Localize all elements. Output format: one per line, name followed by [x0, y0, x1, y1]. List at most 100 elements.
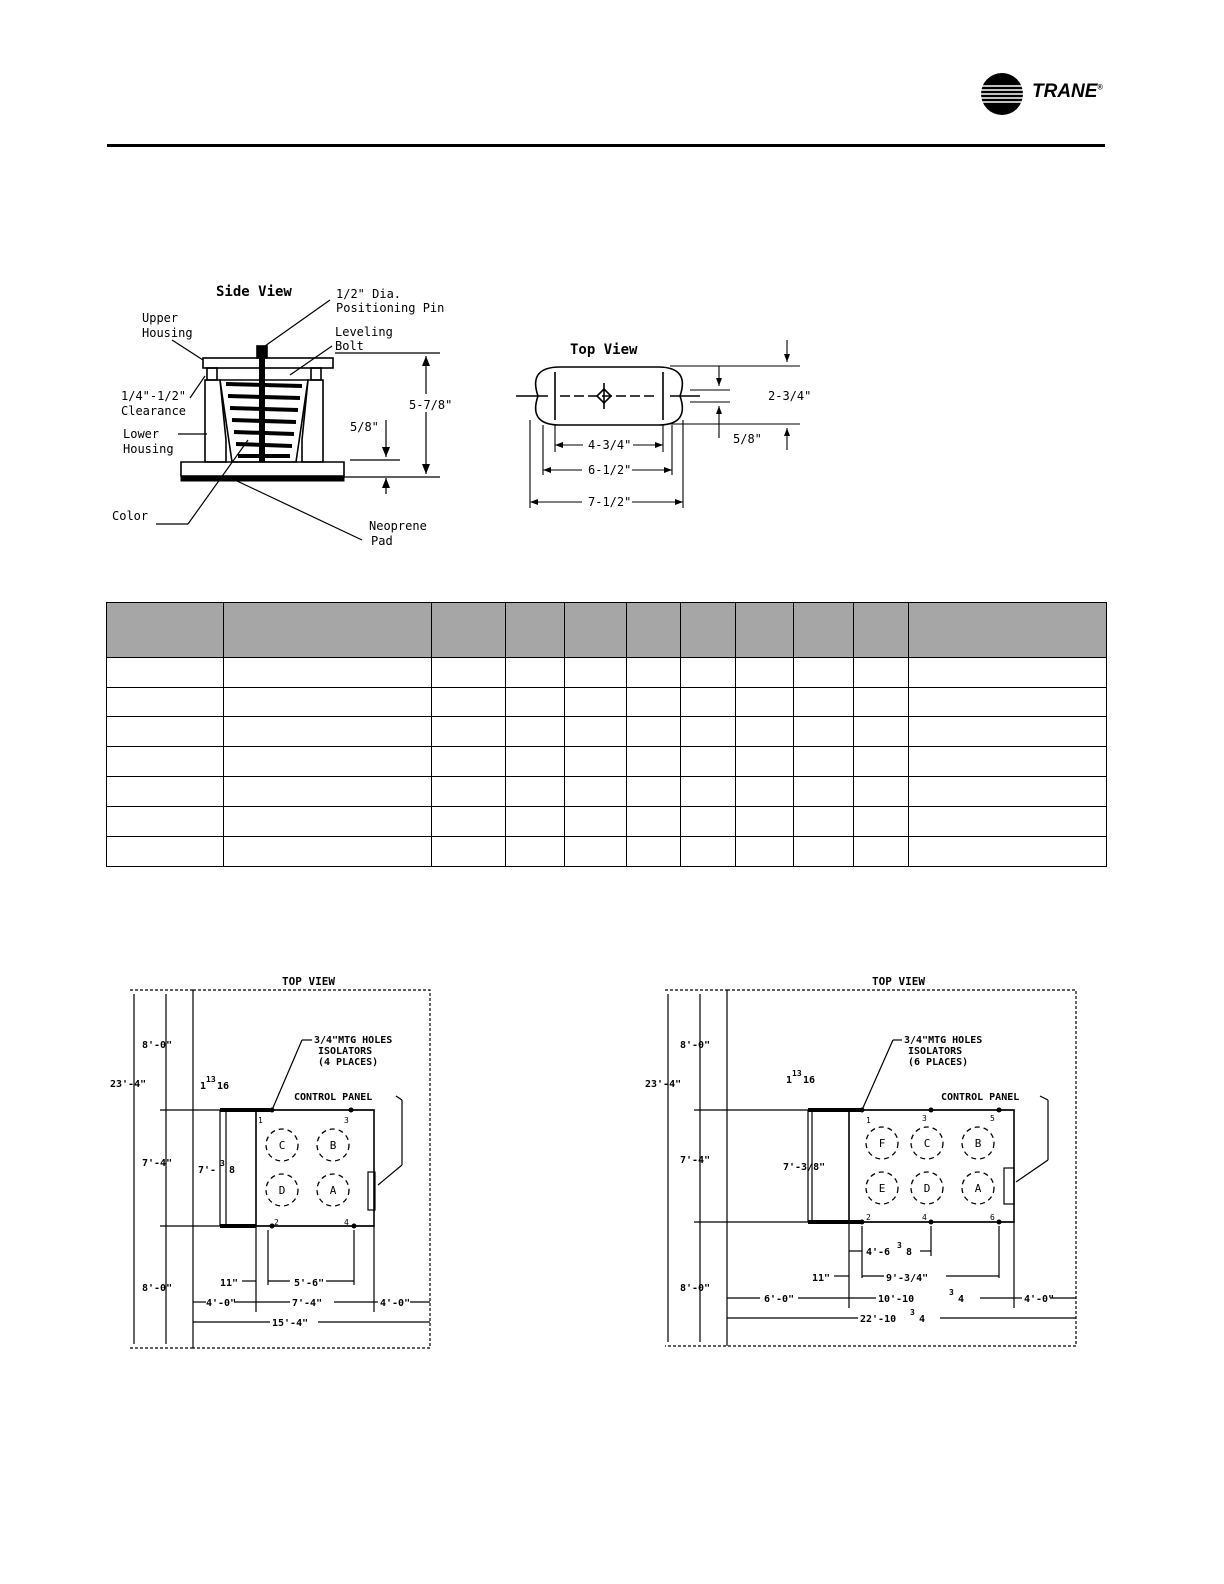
compressor-a: A [330, 1184, 337, 1197]
svg-text:4'-0": 4'-0" [380, 1298, 410, 1309]
svg-text:2: 2 [274, 1218, 279, 1227]
svg-text:CONTROL PANEL: CONTROL PANEL [294, 1092, 372, 1103]
compressor-c: C [279, 1139, 286, 1152]
table-header-cell [853, 602, 909, 658]
isolator-selection-table [106, 602, 1107, 867]
svg-text:4'-0": 4'-0" [1024, 1294, 1054, 1305]
side-view-arrows [382, 356, 430, 488]
unit-layouts: TOP VIEW [110, 975, 1077, 1349]
table-header-cell [431, 602, 506, 658]
trane-logo: TRANE® [980, 72, 1110, 116]
svg-text:7'-4": 7'-4" [142, 1158, 172, 1169]
compressor-labels: C B D A [279, 1139, 337, 1197]
svg-text:7'-: 7'- [198, 1165, 216, 1176]
svg-text:Housing: Housing [142, 326, 193, 340]
svg-text:9'-3/4": 9'-3/4" [886, 1273, 928, 1284]
table-header-cell [564, 602, 627, 658]
svg-text:ISOLATORS: ISOLATORS [908, 1046, 962, 1057]
svg-text:2: 2 [866, 1213, 871, 1222]
table-header-cell [505, 602, 565, 658]
svg-text:3: 3 [344, 1116, 349, 1125]
svg-text:Leveling: Leveling [335, 325, 393, 339]
top-view-arrows [530, 354, 790, 505]
top-view-title: Top View [570, 342, 638, 358]
svg-text:11": 11" [812, 1273, 830, 1284]
side-view-labels: 1/2" Dia. Positioning Pin Leveling Bolt … [112, 287, 452, 548]
svg-text:1: 1 [866, 1116, 871, 1125]
trane-globe-icon [981, 73, 1024, 115]
svg-text:TOP VIEW: TOP VIEW [872, 975, 925, 988]
svg-text:3/4"MTG HOLES: 3/4"MTG HOLES [904, 1035, 982, 1046]
table-row [106, 656, 1107, 688]
svg-text:1: 1 [786, 1075, 792, 1086]
svg-text:11": 11" [220, 1278, 238, 1289]
table-row [106, 686, 1107, 718]
layout-4-isolators: TOP VIEW [110, 975, 431, 1349]
compressor-e: E [879, 1182, 886, 1195]
table-row [106, 716, 1107, 748]
layout-6-isolators: TOP VIEW [645, 975, 1077, 1347]
svg-text:Neoprene: Neoprene [369, 519, 427, 533]
svg-text:7'-3/8": 7'-3/8" [783, 1162, 825, 1173]
svg-text:6-1/2": 6-1/2" [588, 463, 631, 477]
svg-text:Pad: Pad [371, 534, 393, 548]
svg-text:7'-4": 7'-4" [292, 1298, 322, 1309]
svg-text:5-7/8": 5-7/8" [409, 398, 452, 412]
svg-text:8'-0": 8'-0" [680, 1283, 710, 1294]
table-header-cell [680, 602, 736, 658]
svg-text:4: 4 [919, 1314, 925, 1325]
svg-text:4'-6: 4'-6 [866, 1247, 890, 1258]
svg-text:Bolt: Bolt [335, 339, 364, 353]
top-view-dims [529, 340, 800, 508]
svg-text:TOP VIEW: TOP VIEW [282, 975, 335, 988]
svg-text:8: 8 [906, 1247, 912, 1258]
compressor-b: B [975, 1137, 982, 1150]
table-header-cell [106, 602, 224, 658]
header-rule [107, 144, 1105, 147]
svg-text:3: 3 [922, 1114, 927, 1123]
svg-text:6: 6 [990, 1213, 995, 1222]
svg-text:16: 16 [803, 1075, 815, 1086]
compressor-d: D [279, 1184, 286, 1197]
svg-text:1/2" Dia.: 1/2" Dia. [336, 287, 401, 301]
compressor-a: A [975, 1182, 982, 1195]
table-row [106, 746, 1107, 778]
compressor-b: B [330, 1139, 337, 1152]
svg-text:4: 4 [922, 1213, 927, 1222]
side-view-title: Side View [216, 284, 292, 300]
svg-text:Color: Color [112, 509, 148, 523]
svg-text:5'-6": 5'-6" [294, 1278, 324, 1289]
top-view-labels: 4-3/4" 6-1/2" 7-1/2" 2-3/4" 5/8" [588, 389, 811, 509]
svg-text:3: 3 [220, 1159, 225, 1168]
svg-text:3: 3 [910, 1308, 915, 1317]
svg-text:13: 13 [792, 1069, 802, 1078]
isolator-top-shape [516, 366, 700, 426]
svg-text:8: 8 [229, 1165, 235, 1176]
svg-text:3: 3 [949, 1288, 954, 1297]
compressor-labels: F C B E D A [879, 1137, 982, 1195]
table-header-row [106, 602, 1107, 658]
side-view-leaders [156, 299, 440, 541]
compressor-d: D [924, 1182, 931, 1195]
svg-text:1: 1 [200, 1081, 206, 1092]
table-row [106, 806, 1107, 838]
svg-text:13: 13 [206, 1075, 216, 1084]
svg-text:Lower: Lower [123, 427, 159, 441]
svg-text:23'-4": 23'-4" [110, 1079, 146, 1090]
svg-text:5/8": 5/8" [733, 432, 762, 446]
svg-text:4-3/4": 4-3/4" [588, 438, 631, 452]
svg-text:4: 4 [344, 1218, 349, 1227]
svg-text:(6 PLACES): (6 PLACES) [908, 1057, 968, 1068]
table-header-cell [793, 602, 854, 658]
svg-text:22'-10: 22'-10 [860, 1314, 896, 1325]
table-row [106, 776, 1107, 808]
svg-text:Clearance: Clearance [121, 404, 186, 418]
isolator-drawing: Side View 1/2" Dia. Positioning Pin Leve… [112, 284, 811, 548]
svg-text:8'-0": 8'-0" [142, 1283, 172, 1294]
compressor-c: C [924, 1137, 931, 1150]
table-header-cell [223, 602, 432, 658]
svg-text:(4 PLACES): (4 PLACES) [318, 1057, 378, 1068]
svg-text:2-3/4": 2-3/4" [768, 389, 811, 403]
svg-text:Positioning Pin: Positioning Pin [336, 301, 444, 315]
svg-text:ISOLATORS: ISOLATORS [318, 1046, 372, 1057]
